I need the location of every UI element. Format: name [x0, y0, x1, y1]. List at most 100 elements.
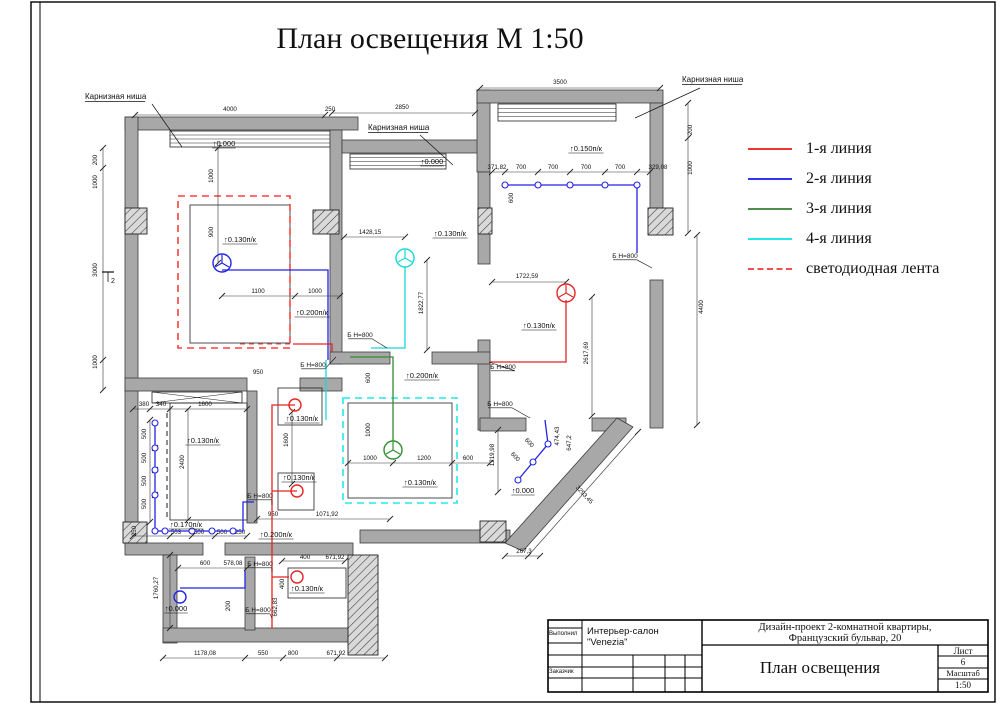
switch-leader [488, 361, 515, 372]
wall [359, 529, 511, 544]
legend-label: 1-я линия [806, 140, 872, 157]
wall [162, 627, 354, 643]
dim-text: 700 [581, 164, 592, 171]
dim-text: 200 [225, 600, 232, 611]
spotlight-node [566, 181, 574, 189]
elevation-label: ↑0.130п/к [224, 235, 257, 244]
legend-line-swatch [748, 178, 792, 180]
dim-text: 700 [548, 164, 559, 171]
elevation-label: ↑0.150п/к [570, 144, 603, 153]
chandelier-symbol [212, 253, 232, 273]
cornice-leader [419, 134, 454, 166]
switch-leader [324, 356, 337, 370]
zone-rects [169, 204, 453, 599]
diagonal-wall [504, 417, 634, 552]
dim-text: 671,92 [327, 650, 346, 657]
dimension-lines [99, 84, 701, 662]
legend-label: 2-я линия [806, 170, 872, 187]
spotlight-node [514, 476, 522, 484]
wall [476, 89, 664, 104]
dim-text: 1219,98 [489, 443, 496, 466]
switch-label: Б H=800 [245, 607, 271, 614]
spotlight-node [208, 527, 216, 535]
cornice-leader [151, 103, 183, 148]
dim-text: 900 [208, 226, 215, 237]
dim-text: 329,08 [649, 164, 668, 171]
dim-text: 200 [92, 154, 99, 165]
spotlight-node [544, 440, 552, 448]
cornice-label: Карнизная ниша [368, 123, 430, 132]
dim-text: 267,3 [516, 548, 532, 555]
chandelier-symbol [556, 283, 576, 303]
zone-rect [287, 567, 347, 599]
spotlight-node [151, 527, 159, 535]
dim-text: 3000 [92, 263, 99, 277]
circuit-line [180, 571, 246, 589]
dim-text: 500 [141, 475, 148, 486]
elevation-label: ↑0.200п/к [260, 530, 293, 539]
elevation-label: ↑0.170п/к [170, 520, 203, 529]
dim-text: 200 [687, 124, 694, 135]
dim-text: 380 [139, 401, 150, 408]
dim-text: 600 [463, 455, 474, 462]
legend-line-swatch [748, 238, 792, 240]
dim-text: 1000 [363, 455, 377, 462]
dim-text: 1000 [308, 288, 322, 295]
dim-text: 647,2 [566, 435, 573, 451]
dim-text: 1428,15 [359, 229, 382, 236]
dim-text: 700 [615, 164, 626, 171]
dim-text: 1000 [365, 423, 372, 437]
wall [124, 377, 248, 392]
titleblock-sheet-value: 6 [960, 657, 966, 667]
title-block-grid [547, 619, 989, 693]
switch-leader [269, 613, 273, 619]
titleblock-sheet-label: Лист [953, 646, 973, 656]
elevation-label: ↑0.000 [421, 157, 444, 166]
dim-text: 2850 [395, 104, 409, 111]
spotlight-node [151, 491, 159, 499]
dim-text: 250 [325, 106, 336, 113]
dim-text: 371,82 [488, 164, 507, 171]
dim-text: 340 [156, 401, 167, 408]
spotlight-node [151, 444, 159, 452]
switch-leader [636, 259, 653, 269]
switch-label: Б H=800 [247, 561, 273, 568]
switch-label: Б H=800 [490, 364, 516, 371]
wall [224, 542, 354, 556]
legend-item-5: светодиодная лента [748, 254, 939, 284]
spotlight-node [633, 181, 641, 189]
switch-leader [511, 407, 531, 419]
wall [124, 116, 139, 548]
dim-text: 700 [516, 164, 527, 171]
circuit-line [222, 269, 329, 360]
elevation-label: ↑0.000 [165, 604, 188, 613]
spotlight-node [161, 527, 169, 535]
spotlight-node [501, 181, 509, 189]
zone-rect [169, 402, 248, 521]
dim-text: 800 [288, 650, 299, 657]
section-number: 2 [111, 278, 115, 285]
dim-text: 500 [141, 498, 148, 509]
elevation-label: ↑0.130п/к [523, 321, 556, 330]
circuit-line [505, 184, 638, 253]
circuit-line [371, 267, 406, 349]
section-marker: 2 [102, 271, 115, 285]
dim-text: 1000 [208, 169, 215, 183]
dim-text: 1722,59 [516, 273, 539, 280]
spotlight-node [229, 527, 237, 535]
elevation-label: ↑0.130п/к [286, 414, 319, 423]
legend-item-3: 3-я линия [748, 194, 939, 224]
circuit-line [271, 404, 295, 628]
dim-text: 400 [279, 578, 286, 589]
elevation-label: ↑0.130п/к [291, 584, 324, 593]
switch-label: Б H=800 [247, 493, 273, 500]
light-symbol [288, 398, 302, 412]
switch-label: Б H=800 [487, 401, 513, 408]
wall [341, 139, 479, 154]
dim-text: 250 [131, 525, 138, 536]
dim-text: 500 [141, 428, 148, 439]
dim-text: 500 [141, 452, 148, 463]
spotlight-node [529, 458, 537, 466]
circuit-line [350, 356, 394, 441]
dim-text: 600 [508, 192, 515, 203]
